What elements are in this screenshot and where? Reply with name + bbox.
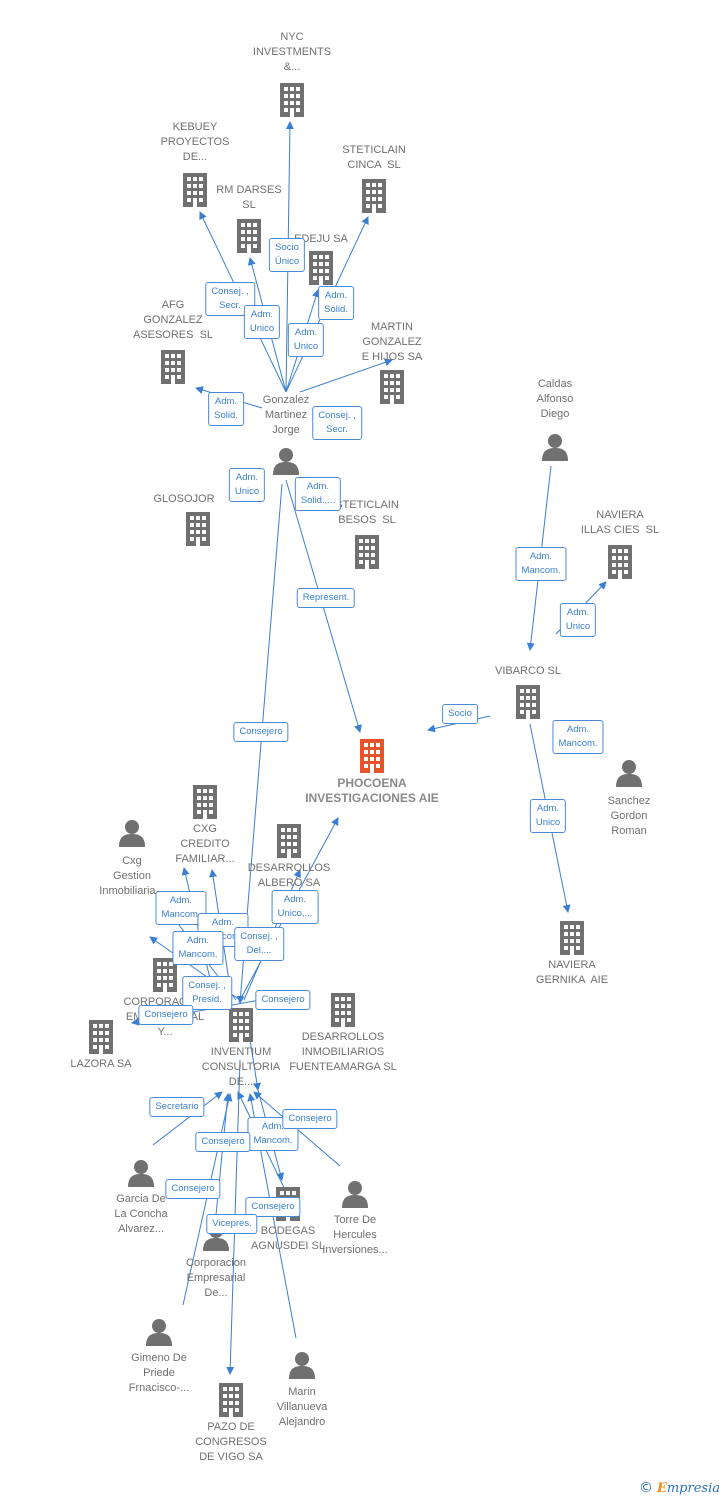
node-label-marin[interactable]: Marin Villanueva Alejandro [276, 1386, 328, 1428]
node-icon-steticlain_besos[interactable] [355, 535, 379, 569]
node-label-desarrollos_fuenteamarga[interactable]: DESARROLLOS INMOBILIARIOS FUENTEAMARGA S… [289, 1031, 397, 1073]
relation-label[interactable]: Consejero [233, 722, 289, 742]
node-label-afg[interactable]: AFG GONZALEZ ASESORES SL [132, 299, 214, 341]
relation-label[interactable]: Adm. Mancom. [172, 931, 224, 965]
node-label-cxg_gestion[interactable]: Cxg Gestion Inmobiliaria... [99, 855, 165, 897]
node-icon-desarrollos_fuenteamarga[interactable] [331, 993, 355, 1027]
node-icon-torre_hercules[interactable] [342, 1181, 368, 1208]
node-label-garcia[interactable]: Garcia De La Concha Alvarez... [114, 1193, 168, 1235]
node-icon-cxg_credito[interactable] [193, 785, 217, 819]
node-icon-gonzalez_jorge[interactable] [273, 448, 299, 475]
node-icon-edeju[interactable] [309, 251, 333, 285]
node-icon-gimeno[interactable] [146, 1319, 172, 1346]
node-icon-inventium[interactable] [229, 1008, 253, 1042]
relation-edge [249, 1039, 261, 1091]
node-icon-marin[interactable] [289, 1352, 315, 1379]
node-label-kebuey[interactable]: KEBUEY PROYECTOS DE... [160, 121, 230, 163]
relation-label[interactable]: Socio Único [268, 238, 306, 272]
relation-label[interactable]: Adm. Unico [228, 468, 266, 502]
node-icon-nyc[interactable] [280, 83, 304, 117]
relation-label[interactable]: Adm. Solid. [318, 286, 354, 320]
relation-label[interactable]: Consej. , Presid. [182, 976, 232, 1010]
node-label-pazo[interactable]: PAZO DE CONGRESOS DE VIGO SA [195, 1421, 267, 1463]
relation-label[interactable]: Consejero [245, 1197, 301, 1217]
relation-label[interactable]: Consejero [255, 990, 311, 1010]
node-icon-desarrollos_albero[interactable] [277, 824, 301, 858]
relation-label[interactable]: Consejero [165, 1179, 221, 1199]
node-label-phocoena[interactable]: PHOCOENA INVESTIGACIONES AIE [305, 776, 439, 805]
node-icon-pazo[interactable] [219, 1383, 243, 1417]
relation-label[interactable]: Adm. Unico [287, 323, 325, 357]
relation-label[interactable]: Represent. [296, 588, 356, 608]
relation-label[interactable]: Adm. Mancom. [515, 547, 567, 581]
node-icon-kebuey[interactable] [183, 173, 207, 207]
node-label-naviera_gernika[interactable]: NAVIERA GERNIKA AIE [535, 959, 609, 986]
node-label-inventium[interactable]: INVENTIUM CONSULTORIA DE... [201, 1046, 281, 1088]
node-label-steticlain_cinca[interactable]: STETICLAIN CINCA SL [342, 144, 406, 171]
relation-label[interactable]: Vicepres. [206, 1214, 258, 1234]
node-label-corp_emp_de[interactable]: Corporacion Empresarial De... [186, 1257, 246, 1299]
relation-edge [152, 1091, 223, 1146]
relation-label[interactable]: Adm. Unico [243, 305, 281, 339]
node-label-torre_hercules[interactable]: Torre De Hercules Inversiones... [322, 1214, 388, 1256]
brand-name: mpresia [666, 1481, 720, 1496]
node-icon-steticlain_cinca[interactable] [362, 179, 386, 213]
brand-initial: E [656, 1481, 667, 1496]
node-icon-lazora[interactable] [89, 1020, 113, 1054]
relation-label[interactable]: Consejero [282, 1109, 338, 1129]
relation-label[interactable]: Adm. Unico,... [271, 890, 319, 924]
node-label-glosojor[interactable]: GLOSOJOR [153, 493, 215, 505]
node-label-desarrollos_albero[interactable]: DESARROLLOS ALBERO SA [247, 862, 331, 889]
relation-label[interactable]: Adm. Unico [529, 799, 567, 833]
node-icon-afg[interactable] [161, 350, 185, 384]
relation-label[interactable]: Consej. , Del.... [234, 927, 284, 961]
relation-label[interactable]: Adm. Solid.,... [294, 477, 342, 511]
relation-edge [182, 1093, 233, 1306]
node-icon-martin_gonzalez[interactable] [380, 370, 404, 404]
node-label-sanchez[interactable]: Sanchez Gordon Roman [607, 795, 651, 837]
relation-label[interactable]: Socio [442, 704, 478, 724]
relation-label[interactable]: Adm. Unico [559, 603, 597, 637]
node-label-martin_gonzalez[interactable]: MARTIN GONZALEZ E HIJOS SA [361, 321, 423, 363]
node-label-bodegas[interactable]: BODEGAS AGNUSDEI SL [251, 1225, 325, 1252]
relation-label[interactable]: Consejero [138, 1005, 194, 1025]
node-label-naviera_illas[interactable]: NAVIERA ILLAS CIES SL [580, 509, 660, 536]
node-icon-sanchez[interactable] [616, 760, 642, 787]
node-icon-glosojor[interactable] [186, 512, 210, 546]
node-label-caldas[interactable]: Caldas Alfonso Diego [536, 378, 574, 420]
node-label-rm_darses[interactable]: RM DARSES SL [216, 184, 282, 211]
relation-label[interactable]: Consejero [195, 1132, 251, 1152]
relation-label[interactable]: Consej. , Secr. [312, 406, 362, 440]
node-icon-garcia[interactable] [128, 1160, 154, 1187]
node-icon-cxg_gestion[interactable] [119, 820, 145, 847]
node-icon-naviera_gernika[interactable] [560, 921, 584, 955]
relation-label[interactable]: Adm. Mancom. [552, 720, 604, 754]
main-company-icon[interactable] [360, 739, 384, 773]
node-icon-vibarco[interactable] [516, 685, 540, 719]
node-label-gonzalez_jorge[interactable]: Gonzalez Martinez Jorge [262, 394, 310, 436]
relation-edge [299, 358, 393, 393]
relation-label[interactable]: Adm. Solid. [208, 392, 244, 426]
node-label-vibarco[interactable]: VIBARCO SL [494, 665, 562, 677]
node-label-nyc[interactable]: NYC INVESTMENTS &... [252, 31, 332, 73]
copyright-symbol: © [638, 1480, 653, 1496]
copyright-notice: ©Empresia [639, 1480, 720, 1496]
node-label-cxg_credito[interactable]: CXG CREDITO FAMILIAR... [175, 823, 235, 865]
node-label-lazora[interactable]: LAZORA SA [70, 1058, 132, 1070]
node-label-steticlain_besos[interactable]: STETICLAIN BESOS SL [335, 499, 399, 526]
node-icon-naviera_illas[interactable] [608, 545, 632, 579]
node-label-gimeno[interactable]: Gimeno De Priede Frnacisco-... [128, 1352, 190, 1394]
relation-label[interactable]: Secretario [149, 1097, 205, 1117]
node-icon-caldas[interactable] [542, 434, 568, 461]
node-icon-rm_darses[interactable] [237, 219, 261, 253]
